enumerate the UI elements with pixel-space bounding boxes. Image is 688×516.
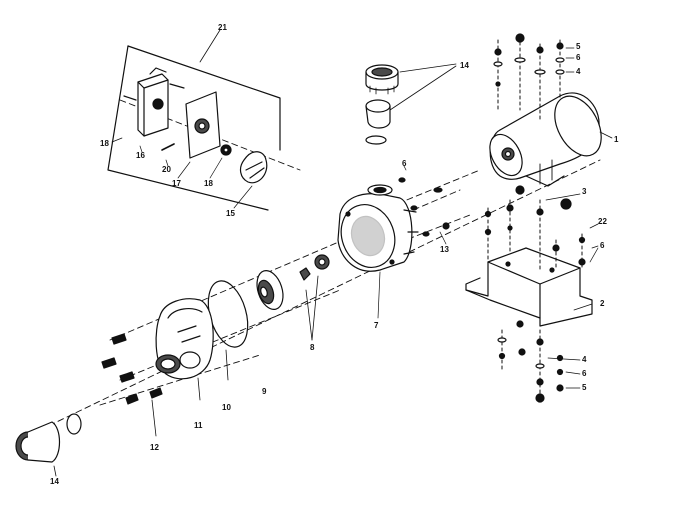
callout-8: 8 xyxy=(310,343,315,352)
callout-2: 2 xyxy=(600,299,605,308)
callout-7: 7 xyxy=(374,321,379,330)
callout-16: 16 xyxy=(136,151,145,160)
callout-11: 11 xyxy=(194,421,203,430)
leader-lines xyxy=(111,47,599,389)
callout-17: 17 xyxy=(172,179,181,188)
impeller-8 xyxy=(299,254,330,341)
callout-22: 22 xyxy=(598,217,607,226)
callout-6-top: 6 xyxy=(576,53,581,62)
switch-housing-16 xyxy=(123,67,185,137)
motor-1 xyxy=(489,92,613,187)
callout-18-mid: 18 xyxy=(204,179,213,188)
mount-bracket-2 xyxy=(465,247,593,328)
callout-1: 1 xyxy=(614,135,619,144)
callout-3: 3 xyxy=(582,187,587,196)
nut-18 xyxy=(220,144,232,156)
switch-assembly-21 xyxy=(107,29,281,211)
callout-20: 20 xyxy=(162,165,171,174)
callout-12: 12 xyxy=(150,443,159,452)
washers-and-nuts xyxy=(484,33,586,403)
callout-13-mid: 13 xyxy=(440,245,449,254)
callout-6-bottom: 6 xyxy=(582,369,587,378)
callout-4-top: 4 xyxy=(576,67,581,76)
union-fitting-bottom-14 xyxy=(15,413,82,477)
callout-4-bottom: 4 xyxy=(582,355,587,364)
hardware-stacks xyxy=(487,35,583,403)
switch-plate-17 xyxy=(185,91,221,159)
callout-6-right: 6 xyxy=(600,241,605,250)
callout-14-bottom: 14 xyxy=(50,477,59,486)
callout-5-bottom: 5 xyxy=(582,383,587,392)
callout-15: 15 xyxy=(226,209,235,218)
governor-15 xyxy=(239,151,268,184)
cover-screws xyxy=(101,333,163,437)
diffuser-9 xyxy=(256,270,284,310)
callout-5-top: 5 xyxy=(576,42,581,51)
callout-18-left: 18 xyxy=(100,139,109,148)
callout-21: 21 xyxy=(218,23,227,32)
callout-10: 10 xyxy=(222,403,231,412)
callout-14-top: 14 xyxy=(460,61,469,70)
front-cover-11 xyxy=(155,298,214,401)
pump-housing-7 xyxy=(337,184,419,272)
housing-screws xyxy=(398,177,450,237)
screw-20 xyxy=(161,143,175,151)
union-fitting-top-14 xyxy=(365,63,457,145)
callout-9: 9 xyxy=(262,387,267,396)
callout-6-mid: 6 xyxy=(402,159,407,168)
